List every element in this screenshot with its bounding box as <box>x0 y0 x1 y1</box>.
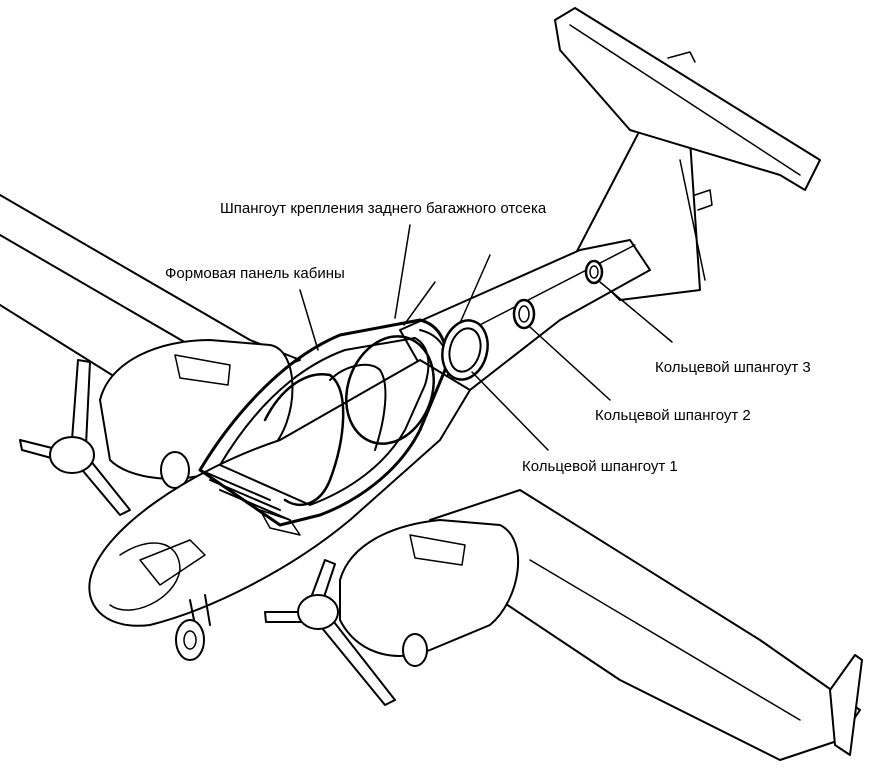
label-ring-frame-2: Кольцевой шпангоут 2 <box>595 407 751 424</box>
cabin-structure <box>198 318 450 536</box>
right-nacelle <box>339 519 520 667</box>
horizontal-stabilizer <box>554 7 821 191</box>
left-propeller <box>19 359 131 516</box>
ring-frame-2 <box>512 298 536 330</box>
left-nacelle <box>99 339 294 489</box>
label-ring-frame-1: Кольцевой шпангоут 1 <box>522 458 678 475</box>
nose-gear <box>175 594 211 661</box>
label-ring-frame-3: Кольцевой шпангоут 3 <box>655 359 811 376</box>
right-propeller <box>264 559 396 706</box>
left-wing <box>0 194 301 381</box>
ring-frame-3 <box>584 259 604 285</box>
leader-lines <box>299 224 673 451</box>
front-fuselage <box>88 359 471 627</box>
right-winglet <box>829 654 863 756</box>
ring-frame-1 <box>441 319 489 381</box>
label-rear-baggage-frame: Шпангоут крепления заднего багажного отс… <box>220 200 547 217</box>
label-cabin-panel: Формовая панель кабины <box>165 265 345 282</box>
